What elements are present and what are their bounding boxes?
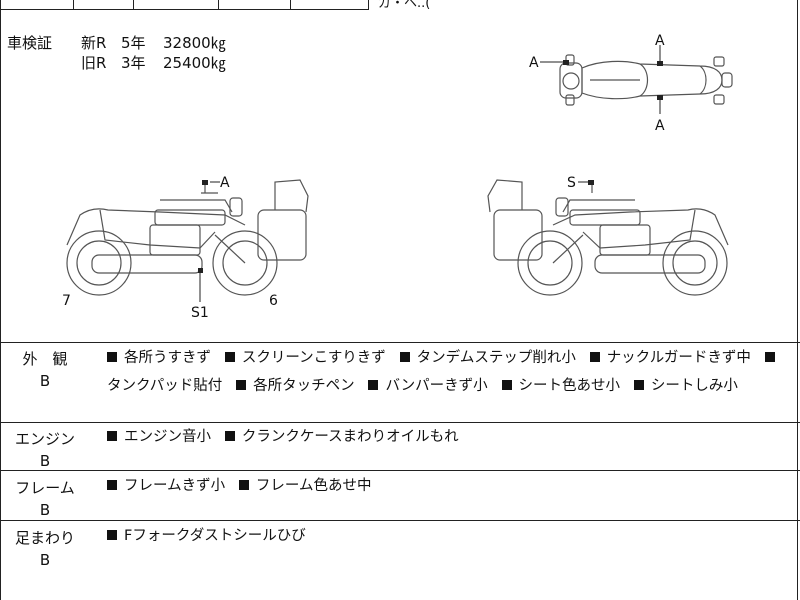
bullet-icon [107,352,117,362]
section-grade: B [39,551,51,569]
bullet-icon [633,380,644,390]
bullet-icon [238,480,249,490]
bullet-icon [501,380,512,390]
top-table-edge: ガ・ヘ..( [0,0,800,11]
diagram-label: A [655,118,665,134]
section-items-suspension: Fフォークダストシールひび [107,522,787,550]
bullet-icon [764,352,775,362]
section-name: フレーム [15,479,75,497]
section-grade: B [39,501,51,519]
diagram-label: 7 [62,293,71,309]
damage-item: 各所うすきず [107,350,220,366]
inspection-row: 新R 5年 32800㎏ [81,33,226,53]
section-items-engine: エンジン音小 クランクケースまわりオイルもれ [107,423,787,451]
inspection-years: 5年 [121,34,146,52]
section-items-exterior: 各所うすきず スクリーンこすりきず タンデムステップ削れ小 ナックルガードきず中… [107,344,787,400]
diagram-label: 6 [269,293,278,309]
diagram-label: A [529,55,539,71]
damage-item: フレームきず小 [107,478,234,494]
damage-item: エンジン音小 [107,429,220,445]
divider [0,520,800,521]
motorcycle-damage-diagram: A A A A 7 6 S1 S [62,33,733,321]
inspection-row: 旧R 3年 25400㎏ [81,53,226,73]
diagram-label: S [567,175,576,191]
motorcycle-top-view [559,54,733,106]
inspection-label: 車検証 [7,34,53,52]
section-name: 外 観 [22,350,68,368]
bullet-icon [224,431,235,441]
bullet-icon [107,480,117,490]
bullet-icon [368,380,379,390]
inspection-years: 3年 [121,54,146,72]
damage-item: スクリーンこすりきず [224,350,395,366]
section-grade: B [39,372,51,390]
inspection-type: 旧R [81,54,107,72]
bullet-icon [107,431,117,441]
damage-item: シートしみ小 [633,378,738,394]
bullet-icon [589,352,600,362]
section-grade: B [39,452,51,470]
damage-item: 各所タッチペン [236,378,364,394]
damage-item: タンクパッド貼付 [107,350,782,394]
damage-item: クランクケースまわりオイルもれ [224,429,459,445]
damage-item: シート色あせ小 [501,378,630,394]
bullet-icon [224,352,235,362]
section-name: 足まわり [14,529,75,547]
diagram-label: A [220,175,230,191]
section-name: エンジン [14,430,75,448]
bullet-icon [236,380,247,390]
bullet-icon [107,530,117,540]
divider [0,470,800,471]
inspection-km: 25400㎏ [163,54,226,72]
damage-item: ナックルガードきず中 [589,350,760,366]
motorcycle-left-view [66,179,309,296]
inspection-km: 32800㎏ [163,34,226,52]
diagram-label: S1 [191,305,209,321]
section-items-frame: フレームきず小 フレーム色あせ中 [107,472,787,500]
damage-item: バンパーきず小 [368,378,496,394]
top-cell-text: ガ・ヘ..( [378,0,431,11]
damage-item: Fフォークダストシールひび [107,528,306,544]
divider [0,422,800,423]
diagram-label: A [655,33,665,49]
damage-item: フレーム色あせ中 [238,478,371,494]
damage-item: タンデムステップ削れ小 [399,350,585,366]
bullet-icon [399,352,410,362]
inspection-type: 新R [81,34,107,52]
divider [0,342,800,343]
motorcycle-right-view [487,179,729,296]
